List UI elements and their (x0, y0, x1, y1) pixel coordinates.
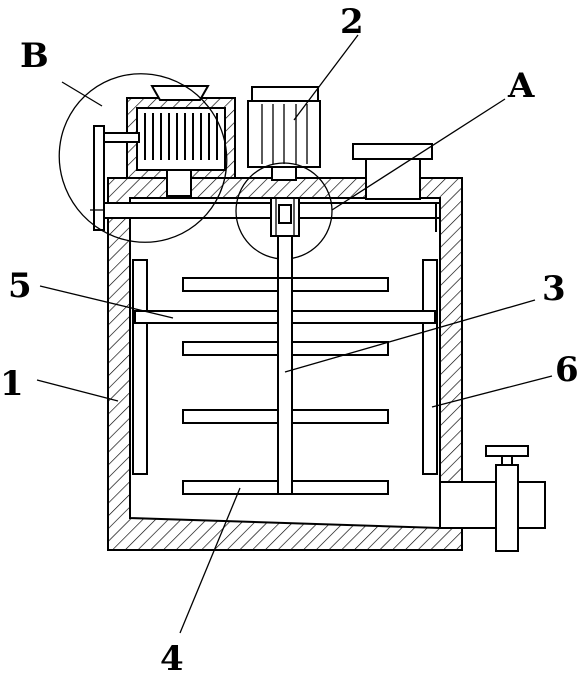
motor-2 (247, 86, 321, 181)
outlet-valve (439, 445, 546, 552)
feed-inlet (352, 143, 433, 200)
label-4: 4 (160, 639, 184, 676)
label-1: 1 (0, 364, 24, 404)
paddles-4 (182, 277, 389, 495)
label-a: A (507, 66, 535, 106)
leader-lines (36, 34, 553, 634)
coupling-detail-a (235, 162, 333, 260)
cutter-device-b (58, 73, 236, 243)
label-b: B (20, 36, 49, 76)
label-5: 5 (8, 266, 32, 306)
label-3: 3 (542, 269, 566, 309)
label-6: 6 (555, 350, 579, 390)
label-2: 2 (340, 2, 364, 42)
cutter-blades (144, 113, 218, 160)
